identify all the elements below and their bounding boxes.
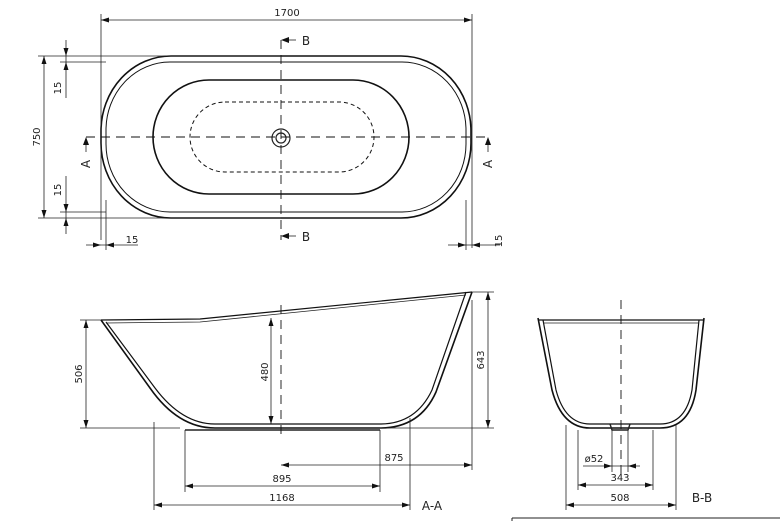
dim-overall-width: 750 [32,127,43,146]
arrow-width-bottom [41,210,47,218]
arrow-875-left [281,462,289,468]
arrow-length-left [101,17,109,23]
dim-rim-offset-top: 15 [53,82,64,95]
view-label-a-a: A-A [422,499,443,513]
section-a-arrow-right [485,137,491,145]
end-view: ø52 343 508 B-B [537,300,712,510]
dim-base-outer: 1168 [269,493,294,504]
dim-rim-offset-bottom: 15 [53,184,64,197]
side-outer-shell [100,291,473,429]
arrow-rim-top-b [63,62,69,70]
side-view: 506 480 643 875 895 1168 A-A [74,291,494,513]
end-inner-shell [542,319,700,425]
arrow-895-left [185,483,193,489]
section-a-label-right: A [481,159,495,168]
dim-rim-offset-left: 15 [126,235,139,246]
side-inner-shell [105,291,467,425]
section-a-arrow-left [83,137,89,145]
arrow-drain-left [604,463,612,469]
arrow-rim-right-a [458,242,466,248]
side-rim [100,291,473,321]
dim-base-width-inner: 343 [610,473,629,484]
view-label-b-b: B-B [692,491,712,505]
dim-base-width-outer: 508 [610,493,629,504]
section-b-label-bottom: B [302,230,310,244]
arrow-rim-left-a [93,242,101,248]
end-drain [609,423,631,431]
arrow-drain-right [628,463,636,469]
arrow-rim-right-b [472,242,480,248]
arrow-506-top [83,320,89,328]
arrow-508-right [668,502,676,508]
dim-drain-to-end: 875 [384,453,403,464]
dim-rim-offset-right: 15 [494,235,505,248]
dim-height-high-end: 643 [476,350,487,369]
section-b-label-top: B [302,34,310,48]
end-outer-shell [537,317,705,429]
arrow-480-top [268,318,274,326]
arrow-643-bottom [485,420,491,428]
arrow-1168-right [402,502,410,508]
arrow-rim-bottom-a [63,204,69,212]
dim-overall-length: 1700 [274,8,299,19]
top-view: 1700 750 15 15 15 15 A [32,8,505,250]
section-b-arrow-bottom [281,233,289,239]
arrow-rim-left-b [106,242,114,248]
arrow-343-right [645,482,653,488]
dim-base-inner: 895 [272,474,291,485]
side-rim-inner [105,294,467,324]
arrow-width-top [41,56,47,64]
arrow-643-top [485,292,491,300]
arrow-length-right [464,17,472,23]
section-b-arrow-top [281,37,289,43]
arrow-875-right [464,462,472,468]
arrow-1168-left [154,502,162,508]
arrow-480-bottom [268,416,274,424]
dim-interior-depth: 480 [260,362,271,381]
arrow-895-right [372,483,380,489]
section-a-label-left: A [79,159,93,168]
arrow-343-left [578,482,586,488]
dim-drain-diameter: ø52 [585,454,604,465]
dim-height-low-end: 506 [74,364,85,383]
arrow-506-bottom [83,420,89,428]
arrow-508-left [566,502,574,508]
arrow-rim-bottom-b [63,218,69,226]
arrow-rim-top-a [63,48,69,56]
